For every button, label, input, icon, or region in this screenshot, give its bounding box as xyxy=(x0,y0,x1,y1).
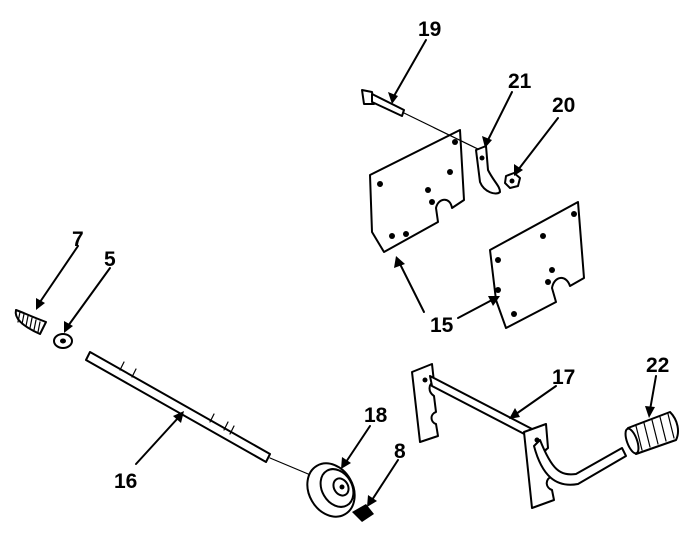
handle-grip xyxy=(624,411,679,455)
callout-19: 19 xyxy=(418,18,441,41)
cable-clip xyxy=(475,145,501,195)
callout-labels: 19 21 20 7 5 15 16 18 8 17 22 xyxy=(72,18,669,493)
shaft xyxy=(85,351,333,485)
handle-bracket-assembly xyxy=(411,363,627,509)
mounting-plate-upper xyxy=(369,129,465,253)
callout-8: 8 xyxy=(394,440,406,463)
callout-21: 21 xyxy=(508,70,532,93)
set-screw xyxy=(352,504,374,522)
callout-18: 18 xyxy=(364,404,388,427)
callout-15: 15 xyxy=(430,314,454,337)
hex-nut xyxy=(504,172,521,189)
callout-7: 7 xyxy=(72,228,84,251)
callout-17: 17 xyxy=(552,366,575,389)
leader-arrows xyxy=(36,39,657,507)
callout-16: 16 xyxy=(114,470,137,493)
washer xyxy=(53,333,73,349)
callout-5: 5 xyxy=(104,248,116,271)
pulley xyxy=(306,462,356,518)
mounting-plate-lower xyxy=(489,201,585,329)
callout-22: 22 xyxy=(646,354,669,377)
spring xyxy=(14,309,47,335)
callout-20: 20 xyxy=(552,94,575,117)
bolt xyxy=(361,89,485,153)
